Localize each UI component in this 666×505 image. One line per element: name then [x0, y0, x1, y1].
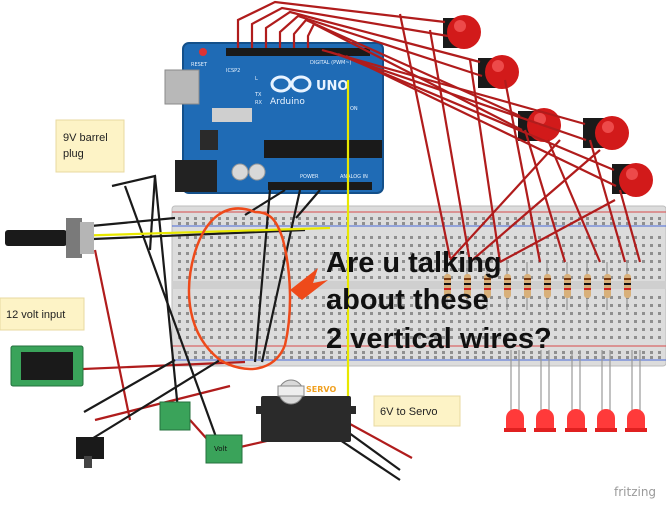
note-12v-input: 12 volt input [0, 297, 85, 331]
note-barrel-plug: 9V barrel plug [55, 119, 125, 173]
callout-line-2: about these [326, 284, 489, 316]
callout-line-1: Are u talking [326, 247, 502, 279]
note-barrel-plug-line2: plug [63, 148, 84, 160]
crystal [212, 108, 252, 122]
regulator [200, 130, 218, 150]
led [565, 350, 587, 432]
note-6v-servo-text: 6V to Servo [380, 406, 437, 418]
push-button [478, 55, 519, 89]
annotation-circle [187, 207, 292, 371]
resistor [604, 262, 611, 310]
wires-yellow [69, 80, 350, 420]
arduino-uno-board: Arduino UNO RESET ICSP2 TX RX L ON POWER… [164, 42, 384, 194]
resistor [524, 262, 531, 310]
volt-module: Volt [205, 434, 243, 464]
dc-jack [175, 160, 217, 192]
voltage-regulator-module [159, 401, 191, 431]
power-analog-header [268, 182, 372, 190]
arrow-icon [290, 268, 328, 300]
icsp-label: ICSP2 [226, 68, 240, 74]
note-barrel-plug-line1: 9V barrel [63, 132, 108, 144]
led [534, 350, 556, 432]
resistor [624, 262, 631, 310]
on-label: ON [350, 106, 358, 112]
callout-line-3: 2 vertical wires? [326, 323, 552, 355]
hand-drawn-annotation [187, 207, 328, 371]
potentiometer [5, 218, 94, 258]
resistor [444, 262, 451, 310]
resistor [504, 262, 511, 310]
servo-label: SERVO [306, 385, 336, 394]
arduino-brand-text: Arduino [270, 97, 305, 107]
analog-in-label: ANALOG IN [340, 174, 368, 180]
led-array [504, 350, 647, 432]
push-button [583, 116, 629, 150]
tx-label: TX [254, 92, 262, 98]
push-button [612, 163, 653, 197]
uno-model-text: UNO [316, 79, 349, 94]
resistor [544, 262, 551, 310]
barrel-jack [10, 345, 84, 387]
resistor [464, 262, 471, 310]
volt-module-text: Volt [214, 445, 227, 453]
l-label: L [255, 76, 258, 82]
fritzing-watermark: fritzing [614, 485, 656, 499]
digital-label: DIGITAL (PWM~) [310, 60, 352, 66]
arduino-logo [270, 75, 312, 93]
power-label: POWER [300, 174, 319, 180]
wires-black [69, 174, 401, 481]
resistor [564, 262, 571, 310]
usb-port [164, 69, 200, 105]
reset-button [199, 48, 207, 56]
note-6v-servo: 6V to Servo [373, 395, 461, 427]
capacitor [248, 163, 266, 181]
atmega-chip [264, 140, 382, 158]
led [625, 350, 647, 432]
rx-label: RX [255, 100, 262, 106]
capacitor [231, 163, 249, 181]
resistor [484, 262, 491, 310]
reset-label: RESET [191, 62, 208, 68]
note-12v-input-text: 12 volt input [6, 309, 65, 321]
resistor [584, 262, 591, 310]
slide-switch [76, 437, 104, 468]
callout-text: Are u talking about these 2 vertical wir… [326, 247, 552, 355]
digital-header [226, 48, 370, 56]
push-button [443, 15, 481, 49]
servo-motor: SERVO [256, 379, 356, 442]
resistor-array [444, 262, 631, 310]
led [504, 350, 526, 432]
led [595, 350, 617, 432]
breadboard [171, 205, 666, 367]
